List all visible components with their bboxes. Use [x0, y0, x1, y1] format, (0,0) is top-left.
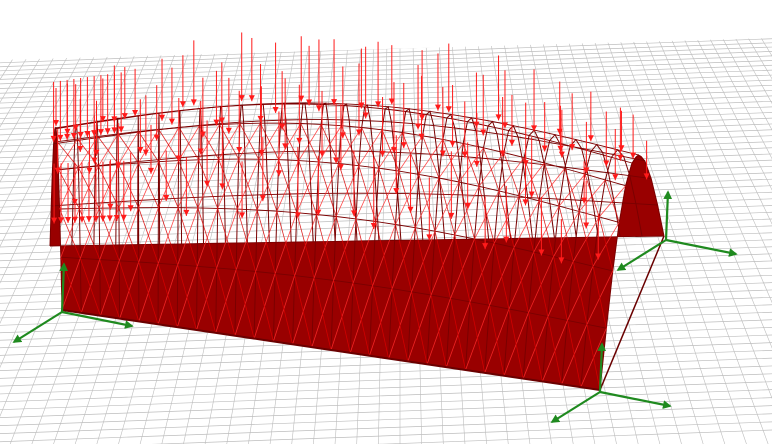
support-markers: [12, 190, 738, 423]
front-left-support: [12, 262, 134, 343]
load-arrows: [50, 32, 650, 264]
front-right-support: [550, 342, 672, 423]
back-right-support: [616, 190, 738, 271]
